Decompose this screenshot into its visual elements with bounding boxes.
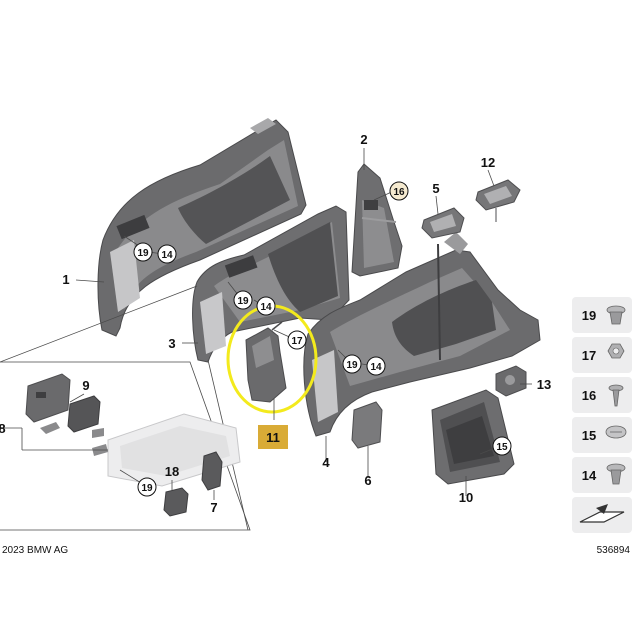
label-part-5: 5 <box>432 181 439 196</box>
screw-icon <box>608 384 624 407</box>
label-part-13: 13 <box>537 377 551 392</box>
spring-clip-icon <box>605 425 627 439</box>
callout-19: 19 <box>346 360 358 371</box>
legend-num-19: 19 <box>582 308 596 323</box>
callout-14: 14 <box>260 302 272 313</box>
part-12-bracket[interactable] <box>475 179 521 222</box>
label-part-8: 8 <box>0 421 6 436</box>
callout-circle <box>389 181 409 201</box>
label-part-18: 18 <box>165 464 179 479</box>
legend-num-15: 15 <box>582 428 596 443</box>
label-part-1: 1 <box>62 272 69 287</box>
hex-nut-icon <box>607 343 625 359</box>
label-part-2: 2 <box>360 132 367 147</box>
label-part-9: 9 <box>82 378 89 393</box>
part-7-clip[interactable] <box>201 451 223 491</box>
callout-circle <box>137 477 157 497</box>
legend-num-14: 14 <box>582 468 597 483</box>
callout-circle <box>287 330 307 350</box>
callout-14: 14 <box>161 250 173 261</box>
part-13-bracket[interactable] <box>495 365 527 397</box>
part-11-label-box <box>258 425 288 449</box>
label-part-12: 12 <box>481 155 495 170</box>
callout-circle <box>492 436 512 456</box>
callout-16: 16 <box>393 187 405 198</box>
label-part-4: 4 <box>322 455 330 470</box>
callout-circle <box>256 296 276 316</box>
part-1-side-trim[interactable] <box>97 118 307 337</box>
label-part-10: 10 <box>459 490 473 505</box>
callout-circle <box>366 356 386 376</box>
fastener-legend: 19 17 16 15 14 <box>572 297 632 533</box>
part-6-cover[interactable] <box>351 401 383 449</box>
callout-15: 15 <box>496 442 508 453</box>
arrow-icon <box>579 504 625 523</box>
part-9-switch[interactable] <box>25 373 104 438</box>
callout-circle <box>157 244 177 264</box>
part-11-bracket[interactable] <box>245 321 287 403</box>
callout-19: 19 <box>137 248 149 259</box>
callout-circle <box>133 242 153 262</box>
callout-14: 14 <box>370 362 382 373</box>
part-10-storage-tray[interactable] <box>431 389 515 485</box>
label-part-11: 11 <box>266 430 280 445</box>
callout-circle <box>342 354 362 374</box>
label-part-3: 3 <box>168 336 175 351</box>
part-2-pillar-trim[interactable] <box>351 163 403 277</box>
label-part-7: 7 <box>210 500 217 515</box>
push-rivet-icon <box>606 305 626 325</box>
callout-circle <box>233 290 253 310</box>
callout-19: 19 <box>141 483 153 494</box>
legend-num-16: 16 <box>582 388 596 403</box>
expanding-rivet-icon <box>606 463 626 485</box>
callout-17: 17 <box>291 336 303 347</box>
label-part-6: 6 <box>364 473 371 488</box>
part-5-bracket[interactable] <box>421 207 465 239</box>
callout-19: 19 <box>237 296 249 307</box>
diagram-number: 536894 <box>597 545 631 556</box>
circled-callouts: 19 14 16 19 14 17 19 14 15 19 <box>133 181 512 497</box>
copyright-text: 2023 BMW AG <box>2 545 68 556</box>
part-18-clip[interactable] <box>163 487 189 517</box>
legend-num-17: 17 <box>582 348 596 363</box>
